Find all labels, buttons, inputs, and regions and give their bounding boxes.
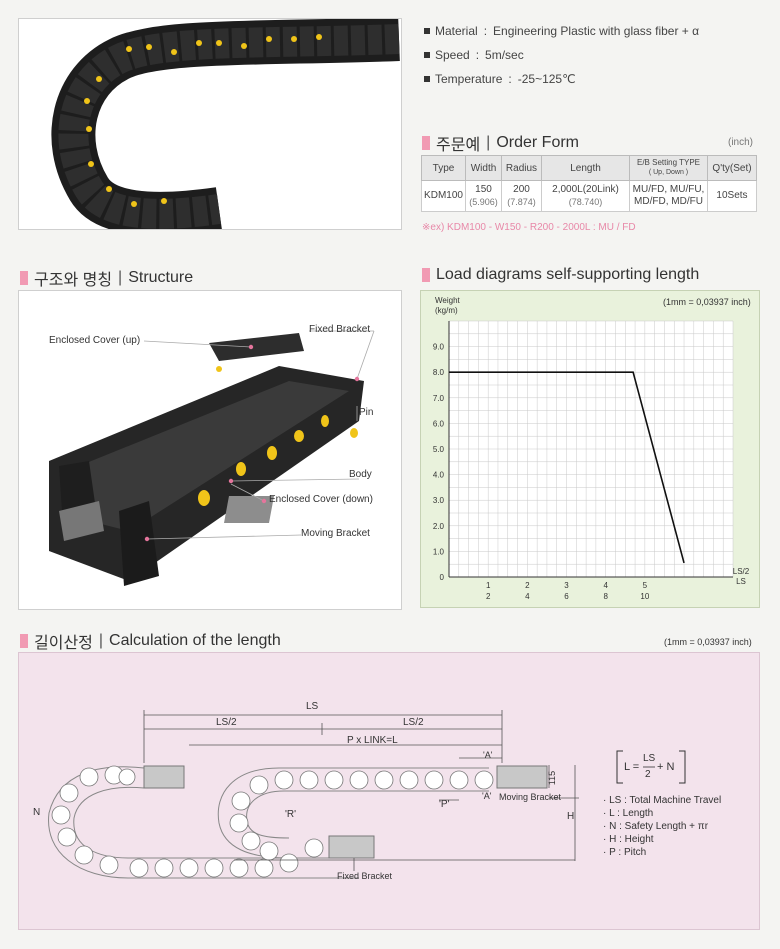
col-type: Type (421, 155, 466, 181)
y-tick-label: 6.0 (433, 419, 445, 428)
dim-r: 'R' (285, 809, 297, 820)
calc-panel: LS LS/2 LS/2 P x LINK=L 'A' 'A' Moving B… (18, 652, 760, 930)
structure-illustration (49, 330, 375, 586)
dim-p-link: P x LINK=L (347, 735, 398, 746)
x-tick-label-bottom: 10 (640, 592, 649, 601)
y-axis-label-line2: (kg/m) (435, 306, 458, 315)
x-tick-label-bottom: 2 (486, 592, 491, 601)
load-title: Load diagrams self-supporting length (422, 266, 699, 284)
bullet-icon (424, 76, 430, 82)
calc-legend: · LS : Total Machine Travel · L : Length… (603, 795, 721, 860)
specs-list: Material: Engineering Plastic with glass… (424, 20, 764, 90)
dim-115: 115 (547, 770, 558, 786)
dim-n: N (33, 807, 41, 818)
label-moving-bracket: Moving Bracket (301, 528, 370, 539)
x-tick-label-top: 1 (486, 581, 491, 590)
structure-diagram: Enclosed Cover (up) Fixed Bracket Pin Bo… (18, 290, 402, 610)
x-axis-label-bottom: LS (736, 577, 746, 586)
label-pin: Pin (359, 407, 374, 418)
dim-ls2-left: LS/2 (216, 717, 237, 728)
calc-unit-note: (1mm = 0,03937 inch) (664, 637, 752, 647)
table-header-row: Type Width Radius Length E/B Setting TYP… (421, 155, 757, 181)
formula-plus-n: + N (657, 761, 675, 773)
label-enclosed-cover-up: Enclosed Cover (up) (49, 335, 141, 346)
legend-p: · P : Pitch (603, 847, 647, 858)
x-tick-label-bottom: 8 (603, 592, 608, 601)
formula-two: 2 (645, 769, 651, 780)
col-length: Length (541, 155, 630, 181)
chain-photo (18, 18, 402, 230)
dim-ls: LS (306, 701, 319, 712)
label-moving-bracket-calc: Moving Bracket (499, 792, 562, 802)
section-marker-icon (20, 634, 28, 648)
col-qty: Q'ty(Set) (707, 155, 757, 181)
dim-ls2-right: LS/2 (403, 717, 424, 728)
table-row: KDM100 150(5.906) 200(7.874) 2,000L(20Li… (421, 180, 757, 212)
order-form-title: 주문예 | Order Form (422, 131, 579, 155)
x-tick-label-top: 4 (603, 581, 608, 590)
legend-h: · H : Height (603, 834, 654, 845)
y-tick-label: 9.0 (433, 343, 445, 352)
legend-n: · N : Safety Length + πr (603, 821, 709, 832)
order-form-unit: (inch) (728, 137, 754, 148)
bullet-icon (424, 52, 430, 58)
y-tick-label: 2.0 (433, 522, 445, 531)
load-chart-panel: 0 1.0 2.0 3.0 4.0 5.0 6.0 7.0 8.0 9.0 Weight(kg/m)… (420, 290, 760, 608)
y-tick-label: 4.0 (433, 471, 445, 480)
label-enclosed-cover-down: Enclosed Cover (down) (269, 494, 373, 505)
label-body: Body (349, 469, 372, 480)
section-marker-icon (422, 268, 430, 282)
calc-diagram (48, 710, 686, 879)
section-marker-icon (422, 136, 430, 150)
col-eb-setting: E/B Setting TYPE ( Up, Down ) (629, 155, 708, 181)
x-axis-label-top: LS/2 (733, 567, 750, 576)
spec-speed: Speed: 5m/sec (424, 44, 764, 66)
dim-h: H (567, 811, 575, 822)
load-series-line (449, 371, 685, 564)
x-tick-label-top: 5 (643, 581, 648, 590)
load-unit-note: (1mm = 0,03937 inch) (663, 297, 751, 307)
x-tick-label-bottom: 6 (564, 592, 569, 601)
y-tick-label: 1.0 (433, 547, 445, 556)
x-tick-label-top: 3 (564, 581, 569, 590)
structure-title: 구조와 명칭 | Structure (20, 266, 193, 290)
y-tick-label: 8.0 (433, 368, 445, 377)
spec-material: Material: Engineering Plastic with glass… (424, 20, 764, 42)
bullet-icon (424, 28, 430, 34)
x-tick-label-top: 2 (525, 581, 530, 590)
label-fixed-bracket-calc: Fixed Bracket (337, 871, 393, 881)
legend-l: · L : Length (603, 808, 654, 819)
dim-a-top: 'A' (483, 750, 493, 760)
x-tick-label-bottom: 4 (525, 592, 530, 601)
y-tick-label: 7.0 (433, 394, 445, 403)
spec-temperature: Temperature: -25~125℃ (424, 68, 764, 90)
order-form-table: Type Width Radius Length E/B Setting TYP… (421, 155, 757, 212)
col-radius: Radius (501, 155, 542, 181)
col-width: Width (465, 155, 502, 181)
y-tick-label: 5.0 (433, 445, 445, 454)
legend-ls: · LS : Total Machine Travel (603, 795, 722, 806)
section-marker-icon (20, 271, 28, 285)
order-example: ※ex) KDM100 - W150 - R200 - 2000L : MU /… (422, 222, 636, 233)
dim-p: 'P' (439, 799, 450, 810)
formula-l: L = (624, 761, 640, 773)
y-axis-label-line1: Weight (435, 296, 461, 305)
calc-title: 길이산정 | Calculation of the length (20, 629, 281, 653)
chain-illustration (51, 19, 400, 229)
dim-a-bottom: 'A' (482, 791, 492, 801)
y-tick-label: 0 (440, 573, 445, 582)
y-tick-label: 3.0 (433, 496, 445, 505)
formula-ls: LS (643, 753, 656, 764)
label-fixed-bracket: Fixed Bracket (309, 324, 371, 335)
load-chart: 0 1.0 2.0 3.0 4.0 5.0 6.0 7.0 8.0 9.0 Weight(kg/m)… (433, 296, 750, 601)
